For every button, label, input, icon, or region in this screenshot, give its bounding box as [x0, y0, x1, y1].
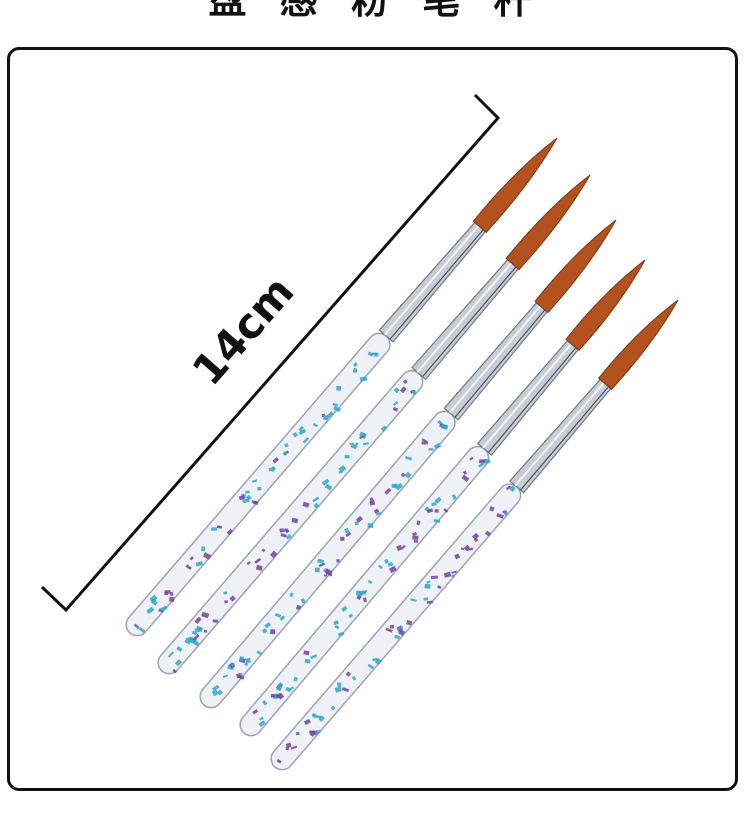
brush-2: [157, 174, 591, 675]
brush-group: [125, 137, 679, 771]
brush-bristles: [505, 174, 591, 271]
brush-bristles: [565, 259, 646, 352]
brush-5: [270, 299, 679, 771]
dimension-label: 14cm: [183, 267, 304, 395]
brush-3: [199, 219, 617, 709]
brush-bristles: [472, 137, 558, 234]
brush-1: [125, 137, 558, 637]
brush-handle: [270, 483, 522, 771]
product-frame: [7, 47, 738, 791]
dimension-bracket: [40, 93, 501, 613]
page-title: 盘 感 粉 笔 杆: [208, 0, 542, 22]
brush-bristles: [534, 219, 617, 314]
brush-4: [239, 259, 646, 737]
brush-bristles: [597, 299, 679, 390]
brush-handle: [199, 410, 456, 709]
